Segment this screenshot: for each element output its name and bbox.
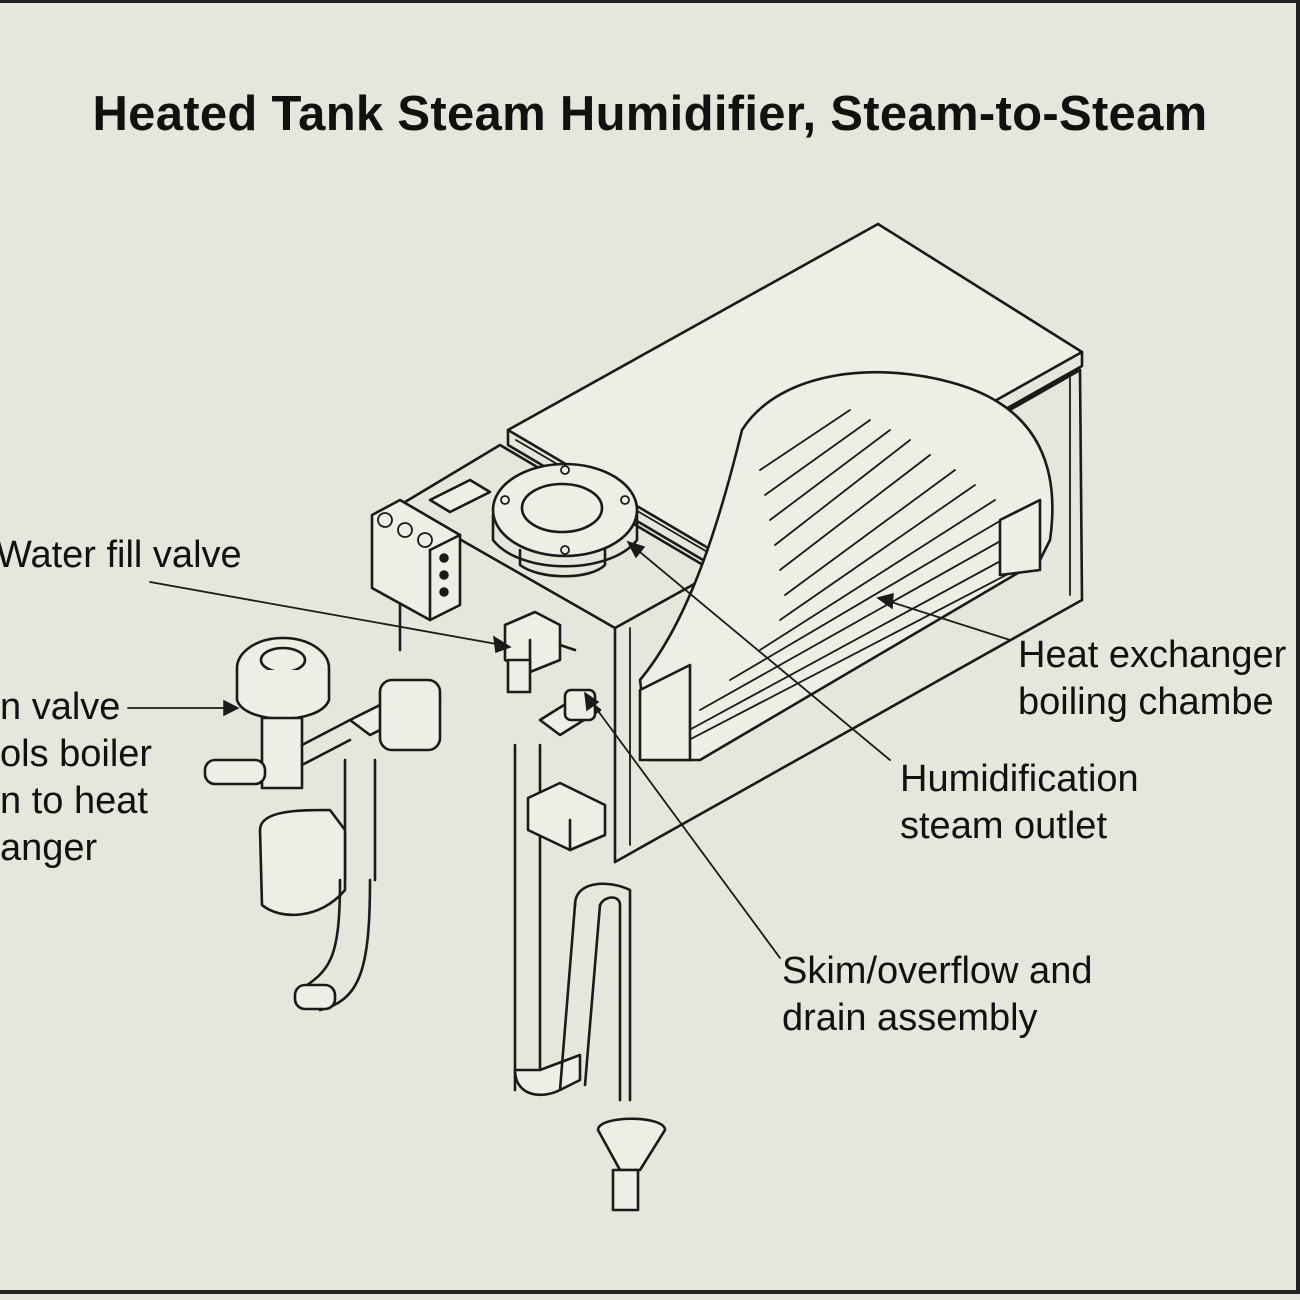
label-steam-outlet-line-2: steam outlet: [900, 805, 1107, 847]
label-heat-exchanger-line-2: boiling chambe: [1018, 681, 1274, 723]
label-steam-valve-line-4: anger: [0, 827, 98, 869]
piping: [258, 678, 442, 1012]
steam-outlet-flange: [491, 462, 639, 578]
label-steam-valve-line-2: ols boiler: [0, 733, 153, 775]
frame-right-border: [1296, 0, 1300, 1294]
drain-assembly: [513, 688, 667, 1212]
frame-top-border: [0, 0, 1300, 3]
control-box: [370, 478, 492, 622]
label-water-fill-valve: Water fill valve: [0, 532, 242, 579]
label-skim-drain-line-1: Skim/overflow and: [782, 950, 1093, 992]
label-heat-exchanger: Heat exchanger boiling chambe: [1018, 632, 1286, 726]
heat-exchanger-cutaway: [638, 370, 1054, 762]
label-steam-outlet-line-1: Humidification: [900, 758, 1139, 800]
leader-lines: [127, 540, 1011, 959]
label-heat-exchanger-line-1: Heat exchanger: [1018, 634, 1287, 676]
frame-bottom-border: [0, 1290, 1300, 1294]
water-fill-valve: [503, 610, 577, 694]
label-water-fill-valve-text: Water fill valve: [0, 534, 242, 576]
label-steam-valve: n valve ols boiler n to heat anger: [0, 684, 152, 872]
label-steam-valve-line-3: n to heat: [0, 780, 148, 822]
label-steam-outlet: Humidification steam outlet: [900, 756, 1139, 850]
label-skim-drain: Skim/overflow and drain assembly: [782, 948, 1092, 1042]
label-steam-valve-line-1: n valve: [0, 686, 121, 728]
steam-valve: [203, 636, 352, 790]
diagram-title: Heated Tank Steam Humidifier, Steam-to-S…: [92, 87, 1208, 141]
label-skim-drain-line-2: drain assembly: [782, 997, 1038, 1039]
